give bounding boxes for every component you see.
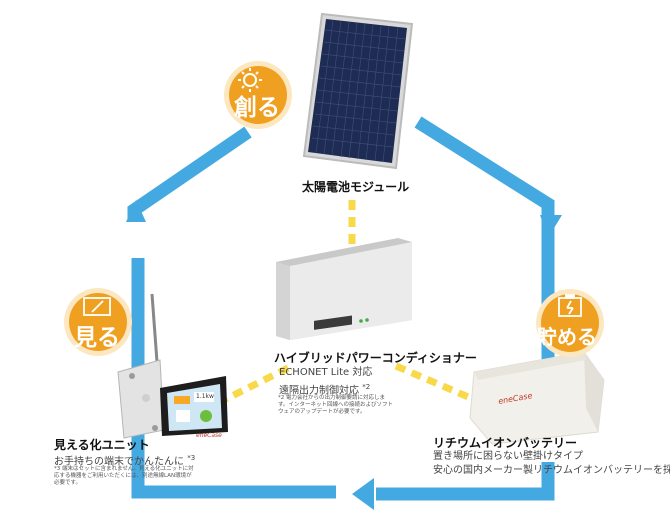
house-wall-left bbox=[131, 258, 336, 499]
battery-line1: 置き場所に困らない壁掛けタイプ bbox=[433, 451, 583, 462]
inverter-line2-ref: *2 bbox=[362, 383, 371, 391]
badge-store-label: 貯める bbox=[537, 325, 597, 349]
sun-icon bbox=[238, 68, 262, 92]
badge-create-label: 創る bbox=[234, 95, 280, 121]
battery-icon bbox=[558, 294, 582, 317]
monitor-desc-ref: *3 bbox=[187, 454, 196, 462]
inverter-line2-text: 遠隔出力制御対応 bbox=[279, 385, 359, 397]
connector-inverter-monitor bbox=[218, 364, 290, 406]
inverter-line2: 遠隔出力制御対応 *2 bbox=[279, 380, 370, 398]
badge-see bbox=[64, 288, 132, 356]
inverter-title: ハイブリッドパワーコンディショナー bbox=[274, 351, 477, 365]
badge-store bbox=[536, 289, 604, 357]
arrow-right-wall bbox=[540, 215, 562, 238]
arrow-left-wall bbox=[126, 200, 146, 222]
monitor-note: *3 端末はセットに含まれません。見える化ユニットに対応する機器をご利用いただく… bbox=[54, 466, 194, 486]
monitor-desc-text: お手持ちの端末でかんたんに bbox=[54, 456, 184, 468]
power-conditioner bbox=[276, 238, 412, 340]
arrow-bottom bbox=[352, 478, 374, 510]
solar-title: 太陽電池モジュール bbox=[302, 180, 410, 194]
monitor-desc: お手持ちの端末でかんたんに *3 bbox=[54, 451, 195, 469]
monitor-title: 見える化ユニット bbox=[54, 438, 150, 452]
house-roof-left bbox=[127, 126, 252, 222]
badge-create bbox=[224, 61, 292, 129]
monitor-screen-text: 1.1kw bbox=[196, 393, 214, 400]
battery-line2: 安心の国内メーカー製リチウムイオンバッテリーを採用 bbox=[433, 465, 670, 476]
house-floor-right bbox=[376, 462, 555, 501]
battery-title: リチウムイオンバッテリー bbox=[433, 436, 578, 450]
display-icon bbox=[83, 297, 111, 316]
lithium-battery bbox=[469, 351, 605, 445]
solar-panel bbox=[302, 12, 414, 170]
connectors bbox=[218, 200, 482, 406]
monitoring-unit bbox=[117, 293, 228, 439]
badge-see-label: 見る bbox=[74, 325, 120, 351]
inverter-line1: ECHONET Lite 対応 bbox=[279, 367, 373, 378]
inverter-note: *2 電力会社からの出力制御要請に対応します。インターネット回線への接続およびソ… bbox=[278, 395, 393, 415]
connector-inverter-battery bbox=[394, 362, 482, 406]
monitor-logo: eneCase bbox=[196, 432, 222, 439]
